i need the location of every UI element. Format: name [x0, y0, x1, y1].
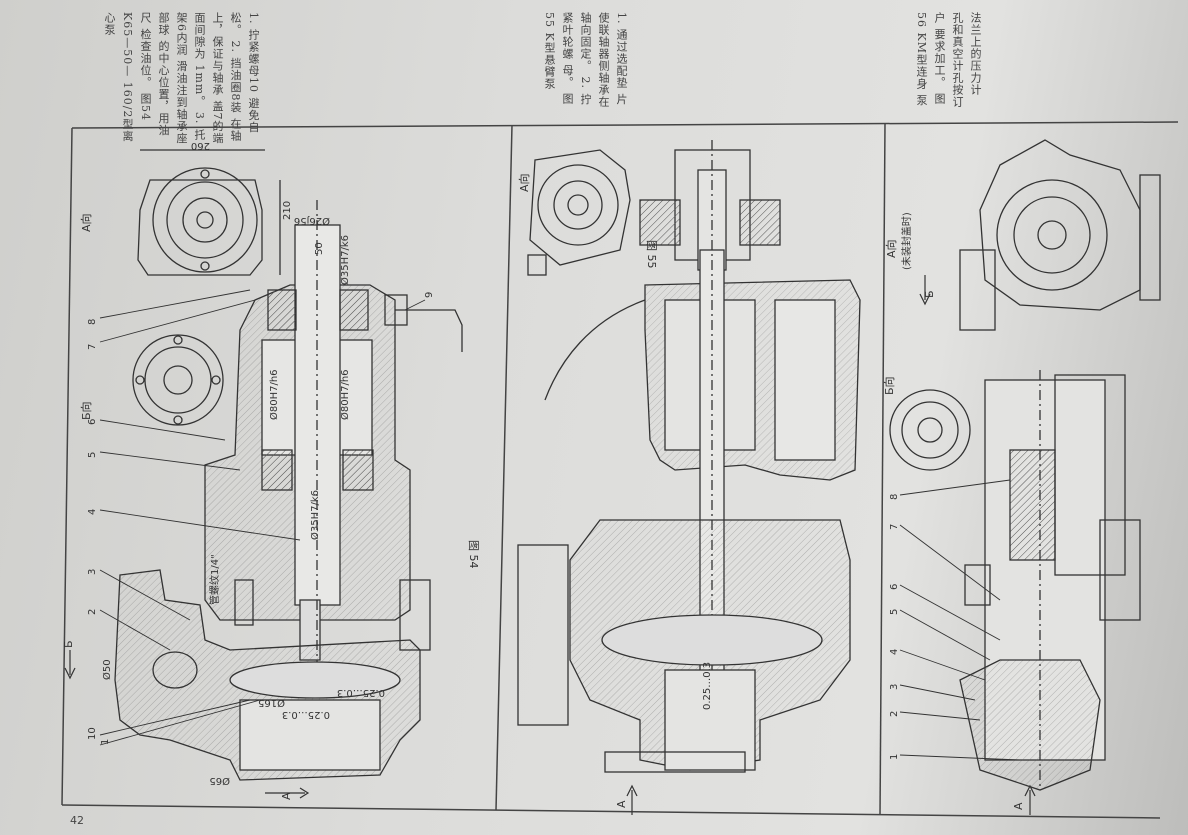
fig56-b-view [889, 389, 971, 471]
note-line: 检查油位。 [139, 28, 152, 89]
note-line: 3. 托架6内润 [175, 12, 206, 141]
dim-d165: Ø165 [258, 697, 285, 709]
view-label-a: A向 [884, 239, 898, 258]
callout-7: 7 [87, 344, 98, 350]
note-line: 图56 KM型连身 [915, 12, 946, 105]
figure-caption: 图 55 [645, 240, 658, 269]
callout-10: 10 [87, 727, 98, 740]
note-line: 1mm。 [193, 64, 206, 108]
fig54-labels: A向 Б向 图 54 260 210 Ø26j56 50 Ø35H7/k6 Ø8… [62, 140, 480, 800]
fig55-labels: A向 图 55 0.25…0.3 A [517, 173, 713, 808]
note-line: 要求加工。 [933, 28, 946, 89]
note-line: 在轴上，保证与轴承 [211, 12, 242, 142]
fig55-bearing-frame [544, 140, 861, 700]
fig56-motor-body [959, 370, 1141, 791]
note-line: 1. 拧紧螺母10 [247, 12, 260, 93]
note-line: 孔和真空计孔按订户 [933, 12, 964, 108]
callout-7: 7 [889, 524, 900, 530]
dim-h210: 210 [282, 201, 293, 220]
note-line: 图54 K65—50— [121, 12, 152, 121]
dim-gap1: 0.25…0.3 [337, 687, 385, 698]
note-line: 滑油注到轴承座部球 [157, 12, 188, 145]
note-line: 的中心位置，用油尺 [139, 12, 170, 137]
fig56-direction-arrows [919, 275, 1036, 815]
note-line: 母。 [561, 64, 574, 89]
note-line: 轴向固定。 [579, 12, 592, 72]
callout-3: 3 [87, 569, 98, 575]
callout-5: 5 [889, 609, 900, 615]
fig54-leaders [99, 289, 426, 746]
fig54-pump-casing [114, 569, 431, 781]
callout-4: 4 [889, 649, 900, 655]
note-line: 盖7的端面间隙为 [193, 12, 224, 145]
page-number: 42 [70, 814, 84, 827]
note-line: 2. 拧紧叶轮螺 [561, 12, 592, 106]
view-label-a: A向 [79, 213, 93, 232]
fig54-pump-drawing [64, 149, 463, 799]
note-line: 片使联轴器侧轴承在 [597, 12, 628, 108]
fig54-b-view [132, 334, 224, 426]
callout-1: 1 [889, 754, 900, 760]
arrow-label-a: A [280, 792, 293, 800]
arrow-label-b: Б [62, 640, 75, 648]
fig56-pump-drawing [889, 139, 1161, 815]
fig55-pump-drawing [517, 140, 861, 815]
fig56-leaders [899, 479, 1021, 761]
dim-d26: Ø26j56 [294, 215, 330, 227]
fig55-a-view [527, 149, 631, 276]
dim-d35b: Ø35H7/k6 [309, 490, 321, 540]
fig56-labels: A向 (未装封盖时) Б向 Б A 8 7 6 5 4 3 2 1 [882, 212, 1025, 810]
callout-4: 4 [87, 509, 98, 515]
note-line: 泵 [915, 94, 928, 107]
dim-gap2: 0.25…0.3 [282, 709, 330, 720]
callout-2: 2 [889, 711, 900, 717]
fig54-bearing-frame [204, 200, 463, 690]
notes-fig54: 1. 拧紧螺母10 避免自松。 2. 挡油圈8装 在轴上，保证与轴承 盖7的端面… [100, 12, 262, 147]
dim-d65: Ø65 [209, 775, 230, 787]
fig55-direction-arrow [626, 784, 638, 815]
callout-3: 3 [889, 684, 900, 690]
dim-pipe: 管螺纹1/4" [208, 554, 221, 605]
notes-fig55: 1. 通过选配垫 片使联轴器侧轴承在 轴向固定。 2. 拧紧叶轮螺 母。 图55… [540, 12, 630, 112]
fig54-direction-arrows [64, 650, 310, 799]
callout-6: 6 [889, 584, 900, 590]
note-line: 法兰上的压力计 [969, 12, 982, 96]
fig56-a-view [959, 139, 1161, 331]
fig54-a-view [137, 149, 281, 276]
notes-fig56: 法兰上的压力计 孔和真空计孔按订户 要求加工。 图56 KM型连身 泵 [912, 12, 984, 112]
view-label-a-note: (未装封盖时) [900, 212, 913, 270]
figure-caption: 图 54 [467, 540, 480, 569]
dim-len50: 50 [314, 242, 325, 255]
dim-d80a: Ø80H7/h6 [268, 369, 280, 420]
callout-9: 9 [424, 292, 435, 298]
callout-6: 6 [87, 419, 98, 425]
note-line: 图55 K型悬臂泵 [543, 12, 574, 105]
arrow-label-a: A [615, 800, 628, 808]
arrow-label-b: Б [923, 290, 936, 298]
callout-5: 5 [87, 452, 98, 458]
note-line: 2. 挡油圈8装 [229, 40, 242, 114]
dim-d80b: Ø80H7/h6 [339, 369, 351, 420]
view-label-b: Б向 [882, 376, 896, 395]
view-label-a: A向 [517, 173, 531, 192]
view-label-b: Б向 [79, 401, 93, 420]
callout-2: 2 [87, 609, 98, 615]
note-line: 避免自松。 [229, 12, 260, 134]
arrow-label-a: A [1012, 802, 1025, 810]
callout-8: 8 [889, 494, 900, 500]
note-line: 1. 通过选配垫 [615, 12, 628, 89]
callout-8: 8 [87, 319, 98, 325]
dim-d35: Ø35H7/k6 [339, 235, 351, 285]
dim-gap: 0.25…0.3 [702, 662, 713, 710]
dim-w260: 260 [191, 140, 210, 151]
callout-1: 1 [100, 739, 111, 745]
fig55-pump-casing [517, 519, 851, 773]
drawing-frame [61, 121, 1179, 819]
dim-d50: Ø50 [101, 659, 113, 680]
